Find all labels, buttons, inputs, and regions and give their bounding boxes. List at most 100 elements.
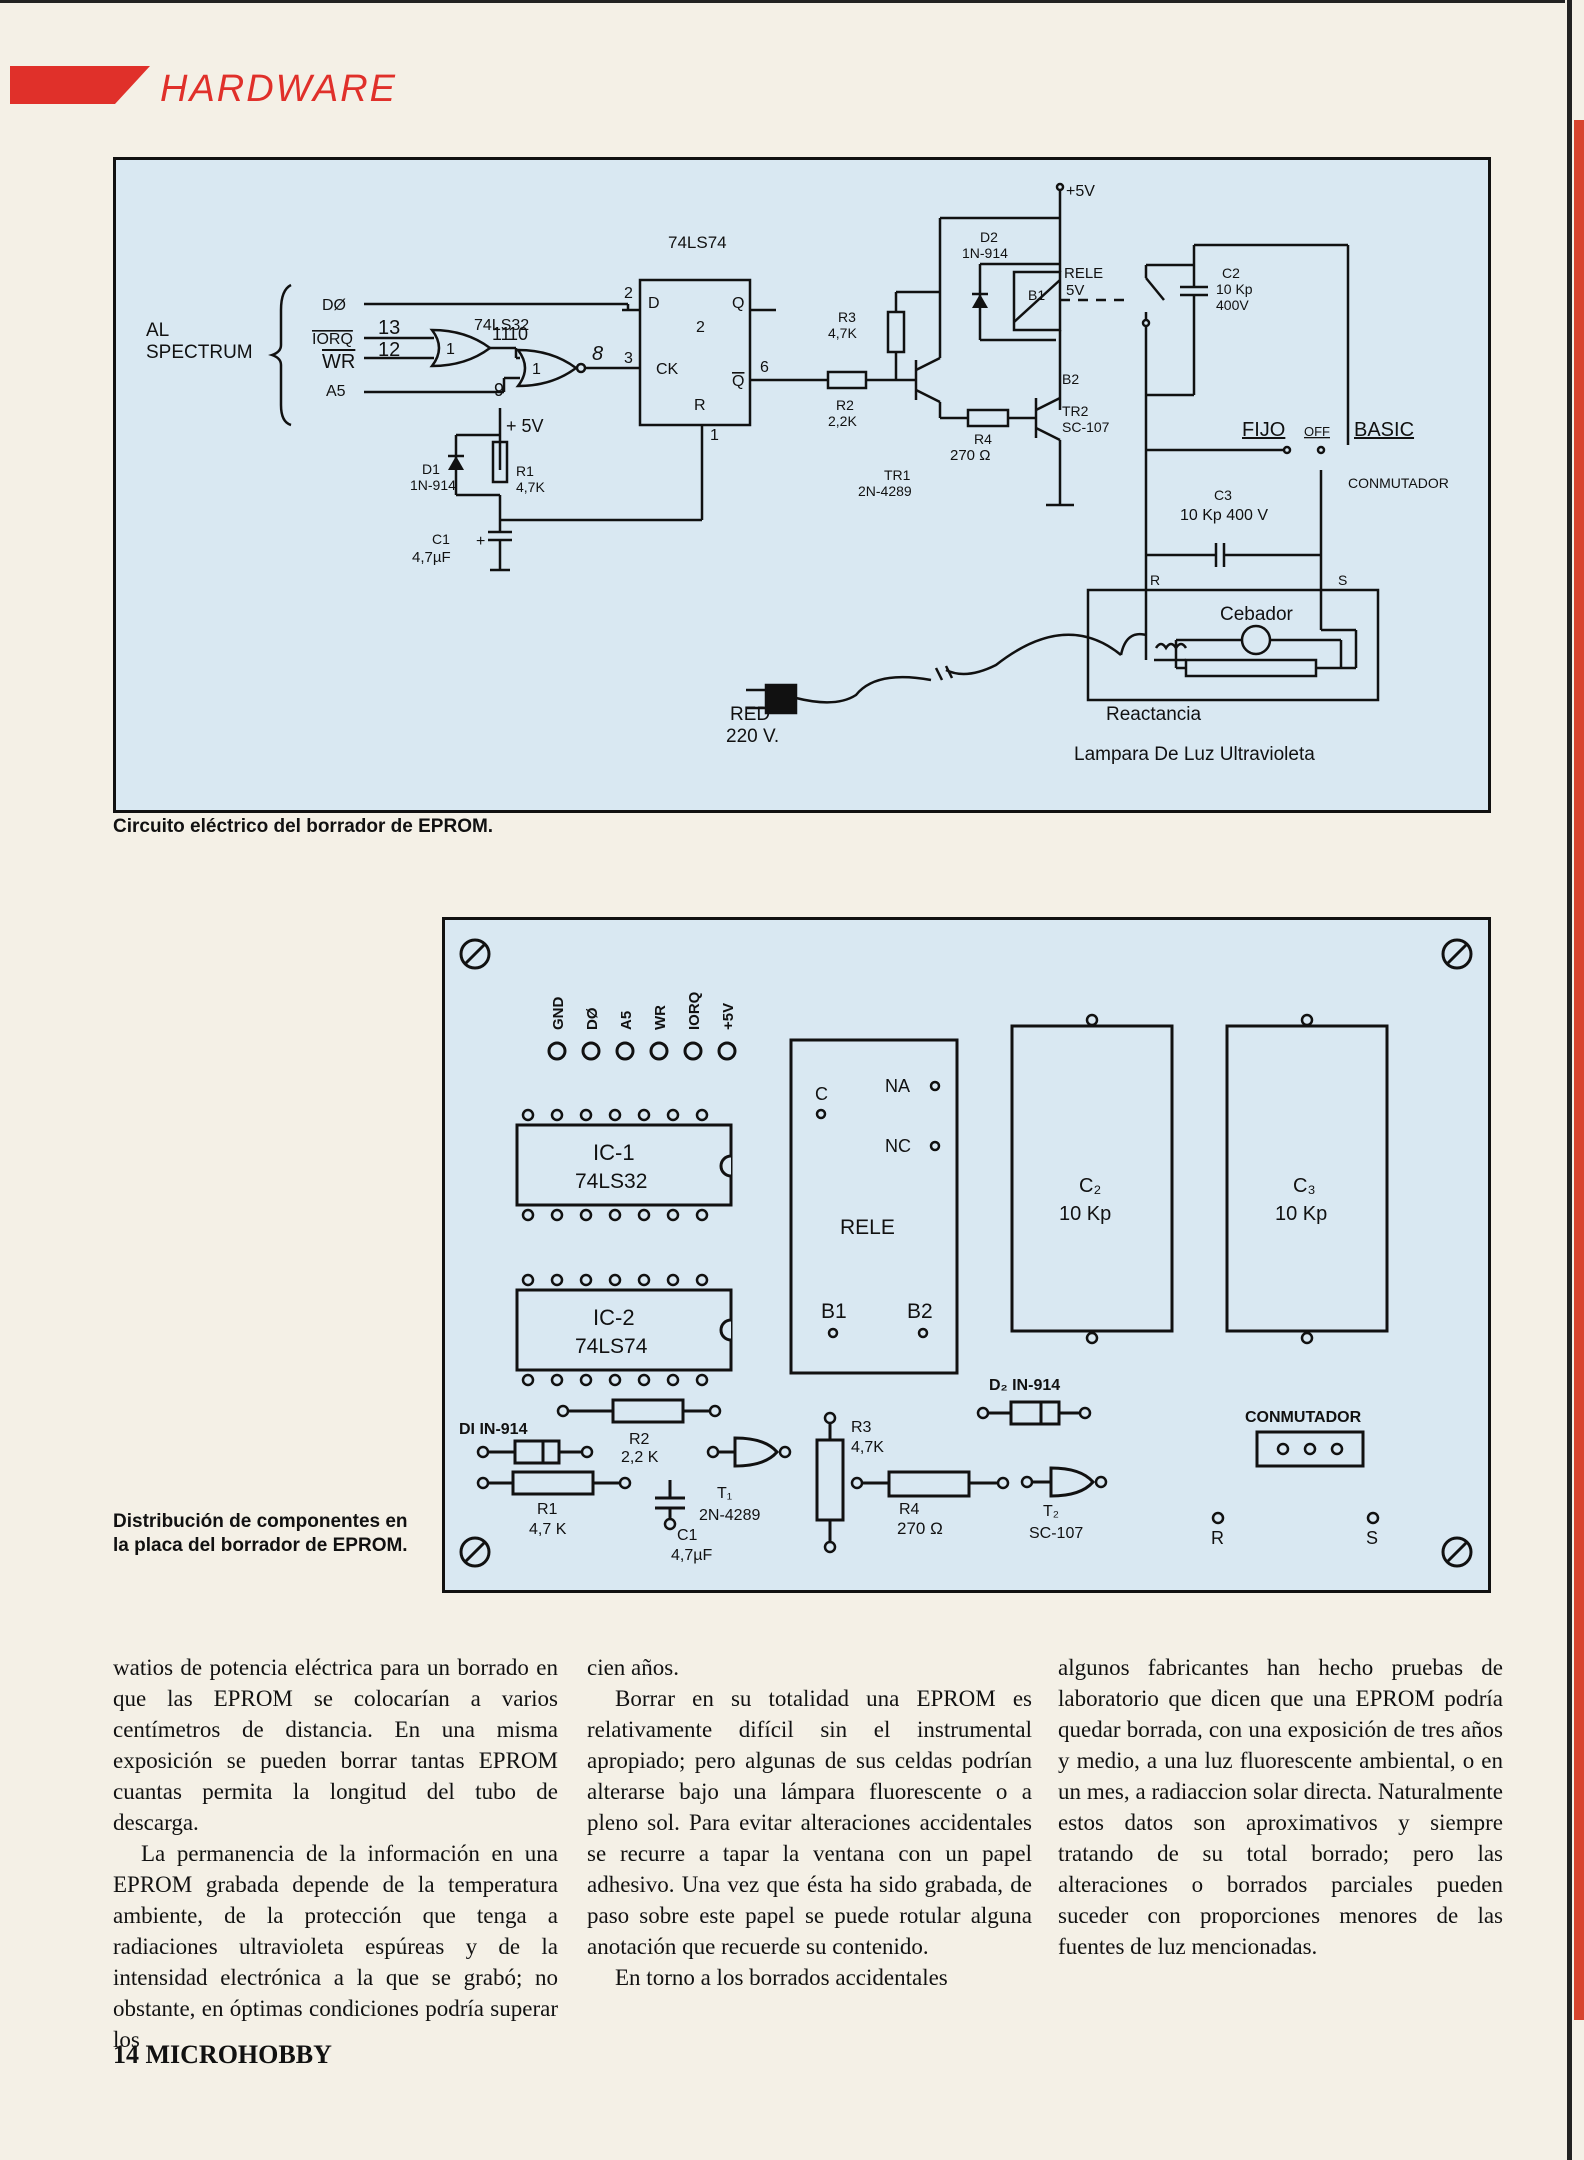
r1-value: 4,7K	[516, 479, 545, 495]
c2-label: C2	[1222, 265, 1240, 281]
c1-label: C1	[432, 531, 450, 547]
pad-d0-label: DØ	[584, 1007, 601, 1030]
c1-label: C1	[677, 1527, 698, 1544]
ic1-value: 74LS32	[575, 1170, 647, 1193]
r2-value: 2,2K	[828, 413, 857, 429]
relay-c-label: C	[815, 1084, 828, 1104]
screw-icon	[459, 938, 491, 970]
r2-label: R2	[629, 1431, 650, 1448]
red-edge-stripe	[1574, 120, 1584, 2020]
d2-value: 1N-914	[962, 245, 1008, 261]
top-rule	[0, 0, 1565, 3]
d2-label: D₂ IN-914	[989, 1377, 1060, 1394]
r4-value: 270 Ω	[897, 1519, 943, 1538]
c2-value: 10 Kp	[1216, 281, 1253, 297]
ff-qn-label: Q	[732, 373, 744, 390]
pad-wr-label: WR	[652, 1005, 669, 1030]
r2-label: R2	[836, 397, 854, 413]
ff-pin2-in-label: 2	[624, 285, 633, 302]
ff-q-label: Q	[732, 295, 744, 312]
off-label: OFF	[1304, 424, 1330, 439]
iorq-label: IORQ	[312, 331, 353, 348]
r4-label: R4	[974, 431, 992, 447]
red-label: RED	[730, 704, 770, 725]
ff-pin6-label: 6	[760, 359, 769, 376]
t1-value: 2N-4289	[699, 1507, 760, 1524]
ff-pin2-label: 2	[696, 319, 705, 336]
tr1-label: TR1	[884, 467, 911, 483]
c3-value: 10 Kp 400 V	[1180, 507, 1268, 524]
tr2-label: TR2	[1062, 403, 1089, 419]
r4-value: 270 Ω	[950, 447, 990, 464]
pcb-pads	[476, 1013, 1380, 1554]
red-voltage: 220 V.	[726, 726, 779, 747]
ff-ck-label: CK	[656, 361, 679, 378]
ff-pin1-label: 1	[710, 427, 719, 444]
fijo-label: FIJO	[1242, 419, 1285, 441]
text-column-2: cien años. Borrar en su totalidad una EP…	[587, 1652, 1032, 1993]
c3-label: C3	[1214, 487, 1232, 503]
paragraph: Borrar en su totalidad una EPROM es rela…	[587, 1686, 1032, 1959]
relay-b1-label: B1	[821, 1300, 847, 1323]
pad-5v-label: +5V	[720, 1003, 737, 1030]
r3-label: R3	[851, 1419, 872, 1436]
s-terminal-label: S	[1366, 1528, 1378, 1548]
r3-value: 4,7K	[828, 325, 857, 341]
r-terminal-label: R	[1150, 572, 1160, 588]
paragraph: watios de potencia eléctrica para un bor…	[113, 1655, 558, 1835]
c2-value: 10 Kp	[1059, 1203, 1111, 1225]
d1-label: DI IN-914	[459, 1421, 528, 1438]
circuit-schematic: AL SPECTRUM DØ IORQ WR A5 13 12 11 10 9 …	[113, 157, 1491, 813]
screw-icon	[1441, 1536, 1473, 1568]
relay-na-label: NA	[885, 1076, 910, 1096]
pin12-label: 12	[378, 339, 400, 361]
d0-label: DØ	[322, 297, 346, 314]
tr2-value: SC-107	[1062, 419, 1110, 435]
tr1-value: 2N-4289	[858, 483, 912, 499]
relay-nc-label: NC	[885, 1136, 911, 1156]
paragraph: La permanencia de la información en una …	[113, 1841, 558, 2052]
c2-label: C₂	[1079, 1175, 1101, 1197]
r3-label: R3	[838, 309, 856, 325]
r2-value: 2,2 K	[621, 1449, 659, 1466]
rele-voltage: 5V	[1066, 282, 1084, 299]
r1-label: R1	[537, 1501, 558, 1518]
c2-voltage: 400V	[1216, 297, 1249, 313]
page-footer: 14 MICROHOBBY	[113, 2040, 332, 2069]
c3-value: 10 Kp	[1275, 1203, 1327, 1225]
gate2-label: 1	[532, 361, 541, 378]
r-terminal-label: R	[1211, 1528, 1224, 1548]
c1-value: 4,7µF	[671, 1547, 712, 1564]
ff-r-label: R	[694, 397, 706, 414]
74ls74-label: 74LS74	[668, 233, 727, 252]
text-column-1: watios de potencia eléctrica para un bor…	[113, 1652, 558, 2055]
paragraph: cien años.	[587, 1655, 679, 1680]
plus5v-b-label: +5V	[1066, 183, 1095, 200]
pad-gnd-label: GND	[550, 997, 567, 1031]
t2-value: SC-107	[1029, 1525, 1083, 1542]
text-column-3: algunos fabricantes han hecho pruebas de…	[1058, 1652, 1503, 1962]
pcb-layout: GND DØ A5 WR IORQ +5V IC-1 74LS32 IC-2 7…	[442, 917, 1491, 1593]
figure2-caption: Distribución de componentes en la placa …	[113, 1511, 408, 1556]
pin11-label: 11	[492, 324, 511, 344]
r3-value: 4,7K	[851, 1439, 884, 1456]
d2-label: D2	[980, 229, 998, 245]
schematic-drawing: AL SPECTRUM DØ IORQ WR A5 13 12 11 10 9 …	[146, 182, 1449, 765]
screw-icon	[459, 1536, 491, 1568]
screw-icon	[1441, 938, 1473, 970]
s-terminal-label: S	[1338, 572, 1347, 588]
plus5v-a-label: + 5V	[506, 416, 544, 436]
cebador-label: Cebador	[1220, 604, 1294, 625]
t1-label: T₁	[717, 1485, 732, 1502]
paragraph: algunos fabricantes han hecho pruebas de…	[1058, 1655, 1503, 1959]
paragraph: En torno a los borrados accidentales	[615, 1965, 948, 1990]
r4-label: R4	[899, 1501, 920, 1518]
c3-label: C₃	[1293, 1175, 1316, 1197]
d1-label: D1	[422, 461, 440, 477]
pcb-drawing: GND DØ A5 WR IORQ +5V IC-1 74LS32 IC-2 7…	[459, 938, 1473, 1568]
figure1-caption: Circuito eléctrico del borrador de EPROM…	[113, 816, 494, 837]
section-label: HARDWARE	[160, 68, 397, 110]
d1-value: 1N-914	[410, 477, 456, 493]
a5-label: A5	[326, 383, 346, 400]
c1-value: 4,7µF	[412, 549, 451, 566]
